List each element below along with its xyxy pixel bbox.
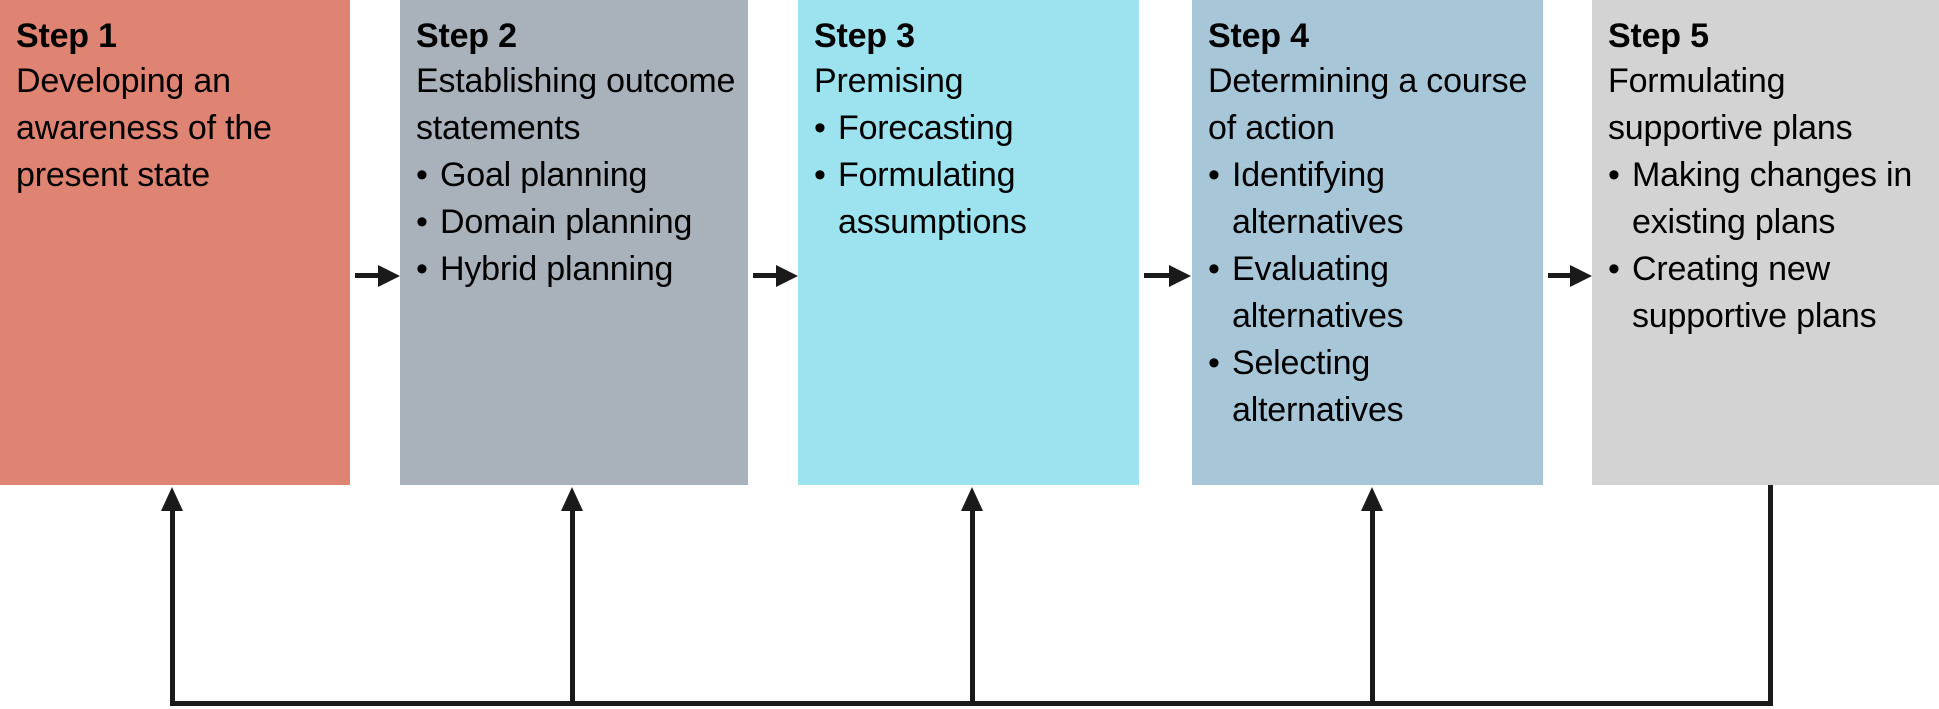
arrow-head — [776, 265, 798, 287]
arrow-right-icon-step1-step2 — [355, 262, 400, 288]
arrow-shaft — [1144, 273, 1172, 278]
step-box-5[interactable]: Step 5 Formulating supportive plans Maki… — [1592, 0, 1939, 485]
step-subtitle: Formulating supportive plans — [1608, 62, 1853, 147]
step-title: Step 4 — [1208, 17, 1309, 55]
bullet-item: Forecasting — [814, 105, 1127, 152]
feedback-line-to-step3 — [970, 509, 975, 703]
step-subtitle: Developing an awareness of the present s… — [16, 62, 272, 194]
feedback-line-to-step1 — [170, 509, 175, 703]
feedback-arrow-step-4 — [1361, 487, 1383, 511]
arrow-shaft — [355, 273, 381, 278]
feedback-arrow-step-1 — [161, 487, 183, 511]
bullet-item: Formulating assumptions — [814, 152, 1127, 246]
step-bullet-list: Goal planning Domain planning Hybrid pla… — [416, 152, 736, 293]
arrow-head — [1169, 265, 1191, 287]
feedback-line-to-step2 — [570, 509, 575, 703]
feedback-arrow-step-3 — [961, 487, 983, 511]
arrow-head — [378, 265, 400, 287]
step-bullet-list: Identifying alternatives Evaluating alte… — [1208, 152, 1531, 434]
arrow-shaft — [1548, 273, 1573, 278]
bullet-item: Goal planning — [416, 152, 736, 199]
arrow-right-icon-step3-step4 — [1144, 262, 1192, 288]
step-box-3[interactable]: Step 3 Premising Forecasting Formulating… — [798, 0, 1139, 485]
step-bullet-list: Forecasting Formulating assumptions — [814, 105, 1127, 246]
feedback-arrow-step-2 — [561, 487, 583, 511]
step-box-1[interactable]: Step 1 Developing an awareness of the pr… — [0, 0, 350, 485]
step-box-4[interactable]: Step 4 Determining a course of action Id… — [1192, 0, 1543, 485]
bullet-item: Identifying alternatives — [1208, 152, 1531, 246]
arrow-right-icon-step2-step3 — [753, 262, 798, 288]
step-title: Step 3 — [814, 17, 915, 55]
arrow-right-icon-step4-step5 — [1548, 262, 1592, 288]
feedback-line-horizontal — [170, 701, 1773, 706]
step-subtitle: Determining a course of action — [1208, 62, 1528, 147]
step-title: Step 1 — [16, 17, 117, 55]
step-box-2[interactable]: Step 2 Establishing outcome statements G… — [400, 0, 748, 485]
arrow-shaft — [753, 273, 779, 278]
bullet-item: Creating new supportive plans — [1608, 246, 1927, 340]
bullet-item: Evaluating alternatives — [1208, 246, 1531, 340]
step-subtitle: Premising — [814, 62, 964, 100]
bullet-item: Hybrid planning — [416, 246, 736, 293]
feedback-line-to-step4 — [1370, 509, 1375, 703]
step-title: Step 2 — [416, 17, 517, 55]
bullet-item: Making changes in existing plans — [1608, 152, 1927, 246]
step-title: Step 5 — [1608, 17, 1709, 55]
bullet-item: Domain planning — [416, 199, 736, 246]
step-subtitle: Establishing outcome statements — [416, 62, 736, 147]
arrow-head — [1570, 265, 1592, 287]
bullet-item: Selecting alternatives — [1208, 340, 1531, 434]
feedback-line-from-step5 — [1768, 485, 1773, 706]
step-bullet-list: Making changes in existing plans Creatin… — [1608, 152, 1927, 340]
